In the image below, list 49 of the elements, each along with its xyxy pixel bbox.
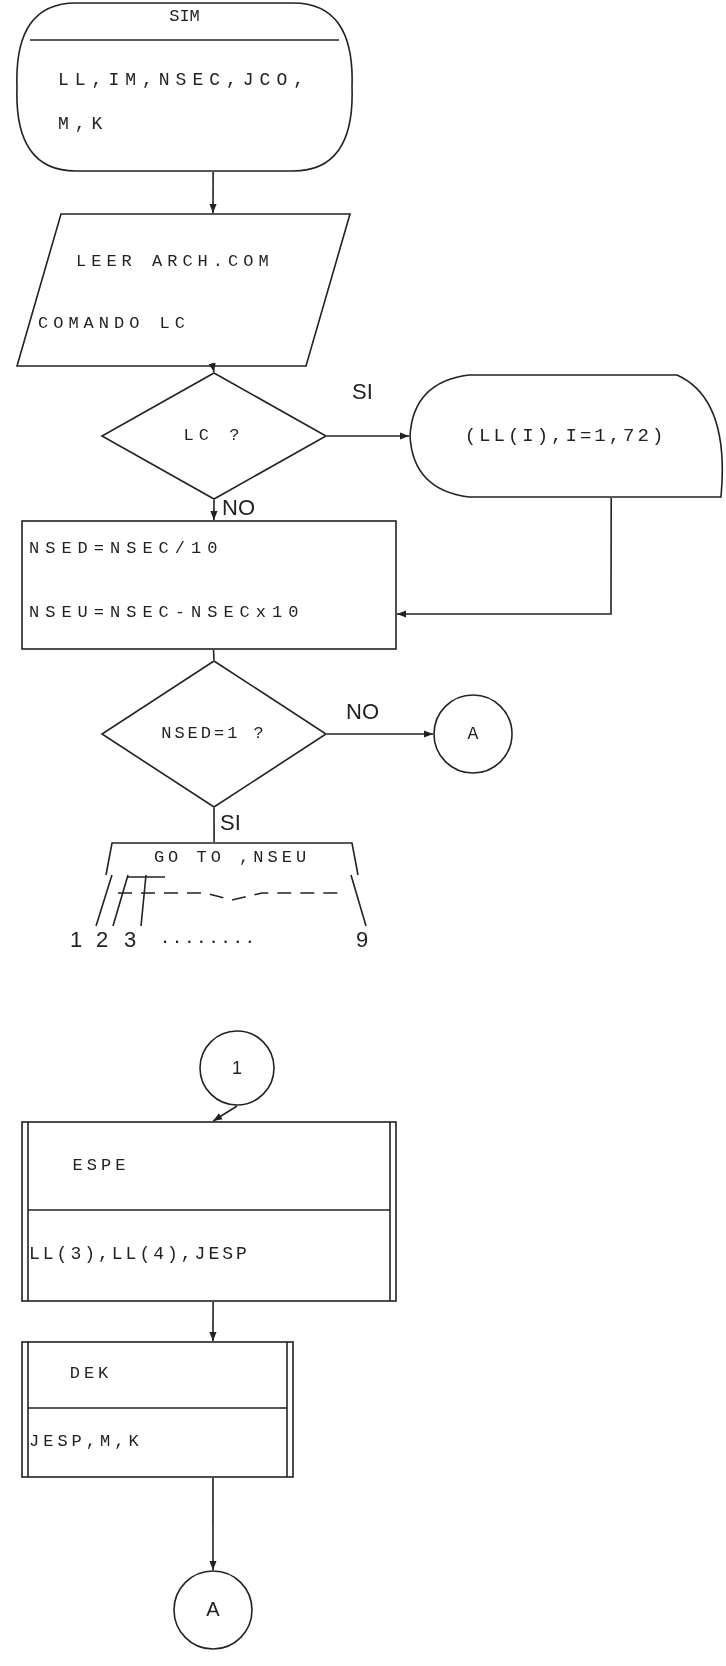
connector-circle xyxy=(199,1030,275,1106)
node-title: SIM xyxy=(168,6,201,28)
connector-circle xyxy=(433,694,513,774)
branch-number: 9 xyxy=(356,928,369,952)
subroutine-box xyxy=(21,1341,294,1478)
branch-number: 2 xyxy=(96,928,109,952)
arrow xyxy=(396,497,612,618)
arrow xyxy=(210,499,218,521)
input-output-parallelogram xyxy=(16,213,351,367)
node-text: (LL(I),I=1,72) xyxy=(463,425,668,447)
parameter-list: LL,IM,NSEC,JCO, M,K xyxy=(58,58,338,146)
display-shape xyxy=(409,374,722,498)
node-text: 1 xyxy=(231,1057,243,1079)
edge-label: SI xyxy=(352,380,373,404)
case-box xyxy=(106,842,358,875)
arrow xyxy=(209,1301,217,1342)
subroutine-box xyxy=(21,1121,397,1302)
decision-diamond xyxy=(101,660,327,808)
ellipsis: ........ xyxy=(162,924,259,948)
connector-line xyxy=(213,807,215,843)
arrow xyxy=(209,1477,217,1571)
connector-line xyxy=(212,649,215,661)
arrow xyxy=(208,362,216,373)
node-text: A xyxy=(466,723,480,745)
node-text: NSED=1 ? xyxy=(160,723,268,745)
arrow xyxy=(209,171,217,214)
branch-number: 1 xyxy=(70,928,83,952)
decision-diamond xyxy=(101,372,327,500)
node-text: NSEU=NSEC-NSECx10 xyxy=(29,602,305,624)
arrow xyxy=(326,432,410,440)
node-text: LEER ARCH.COM xyxy=(76,251,274,273)
node-text: JESP,M,K xyxy=(29,1431,143,1453)
node-text: LL(3),LL(4),JESP xyxy=(29,1243,250,1265)
node-text: GO TO ,NSEU xyxy=(152,847,312,869)
node-title: ESPE xyxy=(71,1155,131,1177)
node-text: LC ? xyxy=(182,425,246,447)
edge-label: SI xyxy=(220,811,241,835)
edge-label: NO xyxy=(222,496,255,520)
edge-label: NO xyxy=(346,700,379,724)
node-text: A xyxy=(205,1598,221,1620)
terminal-shape xyxy=(16,2,353,172)
node-text: COMANDO LC xyxy=(38,313,191,335)
node-text: NSED=NSEC/10 xyxy=(29,538,224,560)
node-title: DEK xyxy=(68,1363,114,1385)
connector-circle xyxy=(173,1570,253,1650)
branch-number: 3 xyxy=(124,928,137,952)
arrow xyxy=(326,730,434,738)
arrow xyxy=(212,1105,238,1122)
process-box xyxy=(21,520,397,650)
